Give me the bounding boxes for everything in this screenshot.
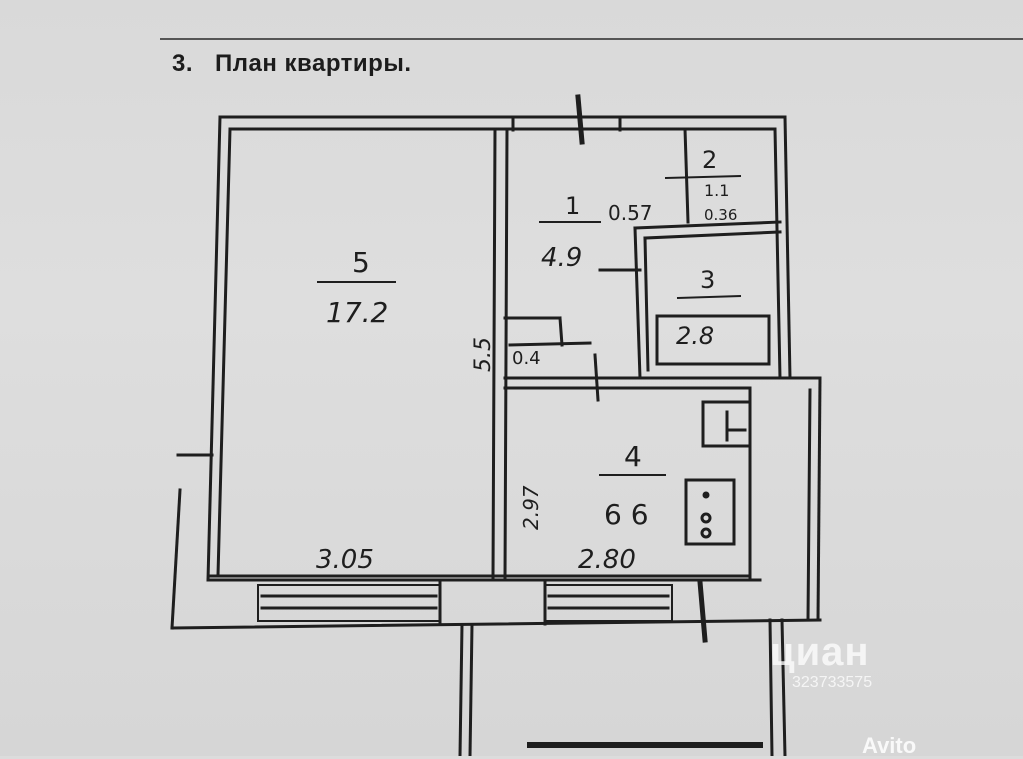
dimension-036: 0.36	[704, 206, 737, 224]
room-4-number: 4	[624, 440, 642, 473]
dimension-kitchen-height: 2.97	[519, 485, 543, 530]
dimension-kitchen-width: 2.80	[578, 545, 636, 575]
top-rule	[160, 38, 1023, 40]
kitchen-fixtures	[684, 400, 752, 546]
room-3-number: 3	[700, 266, 715, 294]
watermark-brand: циан	[770, 630, 870, 674]
room-labels: 5 17.2 1 4.9 2 1.1 3 2.8 4 6 6	[326, 146, 729, 531]
watermark-listing-id: 323733575	[792, 674, 873, 691]
room-4-area: 6 6	[604, 498, 649, 531]
cian-watermark: циан 323733575	[770, 630, 872, 691]
page-title: 3. План квартиры.	[172, 50, 412, 78]
room-1-number: 1	[565, 192, 580, 220]
dimension-room5-width: 3.05	[316, 545, 374, 575]
section-title: План квартиры.	[215, 50, 412, 77]
balcony	[458, 618, 787, 756]
room-3-area: 2.8	[676, 322, 714, 350]
windows	[257, 578, 708, 643]
section-number: 3.	[172, 50, 194, 77]
dimension-hall-height: 5.5	[471, 337, 496, 372]
outer-walls	[170, 115, 822, 630]
dimension-04: 0.4	[512, 348, 541, 369]
room-2-area: 1.1	[704, 181, 729, 200]
bathtub-shape	[655, 314, 771, 366]
dimension-057: 0.57	[608, 201, 653, 225]
room-2-number: 2	[702, 146, 717, 174]
room-5-area: 17.2	[326, 296, 388, 329]
dimension-labels: 3.05 2.80 5.5 2.97 0.57 0.36 0.4	[316, 201, 737, 575]
room-5-number: 5	[352, 246, 370, 279]
room-1-area: 4.9	[541, 243, 582, 273]
entrance-door-mark	[511, 94, 622, 145]
avito-watermark: Avito	[862, 733, 917, 758]
